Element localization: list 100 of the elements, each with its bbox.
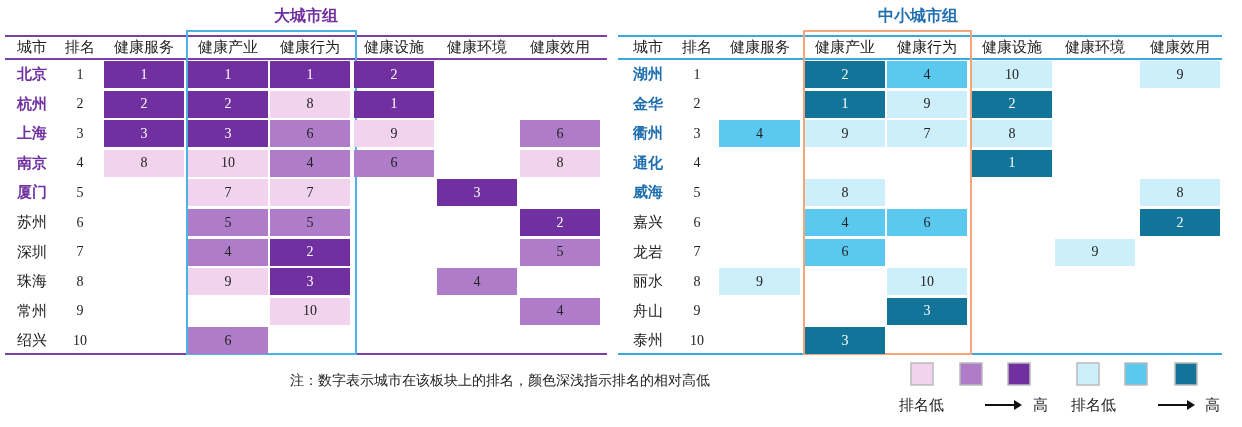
column-header: 健康服务 — [728, 37, 791, 57]
rank-cell: 10 — [270, 297, 350, 325]
rank-cell: 2 — [270, 238, 350, 266]
rank-cell: 9 — [188, 268, 268, 296]
legend-label: 排名低 — [1069, 394, 1117, 415]
rank-cell: 3 — [104, 120, 184, 148]
rank-cell: 3 — [270, 268, 350, 296]
city-name: 威海 — [632, 182, 664, 203]
rank-cell: 10 — [188, 149, 268, 177]
column-header: 健康效用 — [1149, 37, 1211, 57]
rank-cell: 1 — [354, 90, 434, 118]
city-name: 通化 — [632, 152, 664, 173]
rank-cell: 6 — [270, 120, 350, 148]
rank-number: 5 — [75, 183, 85, 202]
rank-cell: 8 — [972, 120, 1052, 148]
rank-cell: 7 — [270, 179, 350, 207]
rank-cell: 1 — [972, 149, 1052, 177]
column-header: 健康设施 — [981, 37, 1043, 57]
rank-number: 9 — [75, 302, 85, 321]
note-text: 注：数字表示城市在该板块上的排名，颜色深浅指示排名的相对高低 — [290, 371, 711, 390]
rank-cell: 6 — [520, 120, 600, 148]
rank-cell: 5 — [520, 238, 600, 266]
rank-cell: 6 — [188, 327, 268, 355]
rank-number: 10 — [72, 331, 88, 350]
city-name: 南京 — [16, 152, 48, 173]
rank-cell: 5 — [270, 209, 350, 236]
city-name: 舟山 — [632, 300, 664, 321]
rank-cell: 1 — [805, 90, 885, 118]
rank-number: 6 — [75, 213, 85, 232]
city-name: 嘉兴 — [632, 212, 664, 232]
rank-cell: 8 — [104, 149, 184, 177]
rank-cell: 8 — [270, 90, 350, 118]
rank-number: 10 — [689, 331, 705, 350]
rank-cell: 2 — [805, 61, 885, 88]
rank-number: 3 — [692, 124, 702, 143]
column-header: 健康环境 — [446, 37, 508, 57]
column-header: 城市 — [16, 37, 48, 57]
rank-cell: 2 — [354, 61, 434, 88]
rank-cell: 8 — [805, 179, 885, 207]
rank-number: 4 — [692, 154, 702, 173]
rank-cell: 9 — [887, 90, 967, 118]
rank-cell: 6 — [805, 238, 885, 266]
rank-cell: 1 — [270, 61, 350, 88]
city-name: 金华 — [632, 93, 664, 114]
rank-number: 6 — [692, 213, 702, 232]
column-header: 健康服务 — [113, 37, 175, 57]
table-title: 中小城市组 — [877, 5, 959, 26]
city-name: 绍兴 — [16, 330, 48, 351]
legend-label: 高 — [1031, 394, 1049, 415]
rank-cell: 7 — [887, 120, 967, 148]
rank-cell: 2 — [972, 90, 1052, 118]
column-header: 健康产业 — [814, 37, 876, 57]
table-title: 大城市组 — [273, 5, 339, 26]
column-header: 健康行为 — [279, 37, 341, 57]
rank-cell: 1 — [104, 61, 184, 88]
rank-cell: 4 — [719, 120, 800, 148]
rank-cell: 2 — [520, 209, 600, 236]
rank-cell: 3 — [188, 120, 268, 148]
rank-cell: 10 — [887, 268, 967, 296]
rank-cell: 3 — [437, 179, 517, 207]
rank-cell: 4 — [805, 209, 885, 236]
rank-cell: 9 — [805, 120, 885, 148]
city-name: 常州 — [16, 300, 48, 321]
city-name: 湖州 — [632, 64, 664, 84]
rank-cell: 9 — [719, 268, 800, 296]
legend-label: 高 — [1203, 394, 1221, 415]
column-header: 健康效用 — [529, 37, 591, 57]
rank-cell: 9 — [1140, 61, 1220, 88]
rank-cell: 3 — [805, 327, 885, 355]
rank-number: 7 — [692, 243, 702, 262]
rank-number: 2 — [692, 95, 702, 114]
city-name: 苏州 — [16, 212, 48, 232]
rank-number: 2 — [75, 95, 85, 114]
rank-cell: 7 — [188, 179, 268, 207]
rank-cell: 6 — [887, 209, 967, 236]
rank-number: 7 — [75, 243, 85, 262]
rank-cell: 1 — [188, 61, 268, 88]
rank-cell: 2 — [1140, 209, 1220, 236]
city-name: 上海 — [16, 123, 48, 144]
column-header: 健康设施 — [363, 37, 425, 57]
rank-number: 1 — [692, 65, 702, 84]
rank-number: 1 — [75, 65, 85, 84]
rank-cell: 4 — [887, 61, 967, 88]
city-name: 杭州 — [15, 93, 48, 114]
rank-cell: 5 — [188, 209, 268, 236]
legend-label: 排名低 — [897, 394, 945, 415]
rank-cell: 2 — [188, 90, 268, 118]
rank-number: 9 — [692, 302, 702, 321]
city-name: 深圳 — [16, 241, 48, 262]
rank-number: 3 — [75, 124, 85, 143]
rank-number: 4 — [75, 154, 85, 173]
column-header: 排名 — [64, 37, 96, 57]
rank-cell: 8 — [1140, 179, 1220, 207]
city-name: 丽水 — [632, 271, 664, 292]
column-header: 健康产业 — [197, 37, 259, 57]
city-name: 珠海 — [16, 271, 48, 292]
rank-cell: 4 — [270, 149, 350, 177]
city-name: 龙岩 — [632, 241, 664, 262]
rank-cell: 8 — [520, 149, 600, 177]
rank-cell: 2 — [104, 90, 184, 118]
